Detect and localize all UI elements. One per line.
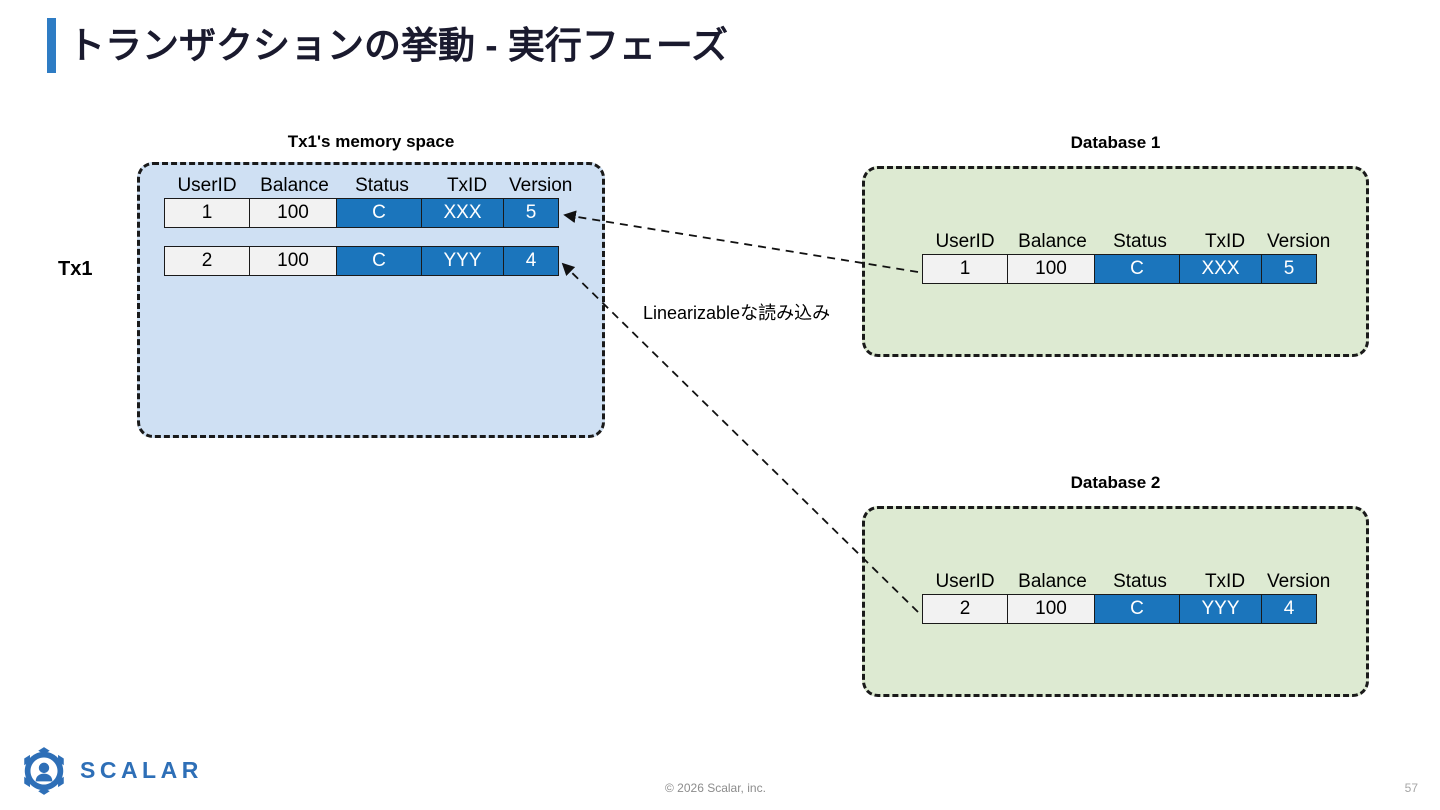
memory-space-caption: Tx1's memory space	[287, 132, 455, 151]
column-header-txid: TxID	[1204, 231, 1246, 252]
database-2-record-table: UserID Balance Status TxID Version 2 100…	[922, 570, 1331, 624]
table-header-row: UserID Balance Status TxID Version	[922, 570, 1331, 594]
table-header-row: UserID Balance Status TxID Version	[164, 174, 573, 198]
scalar-logo-icon	[24, 747, 64, 795]
database-1-record-table: UserID Balance Status TxID Version 1 100…	[922, 230, 1331, 284]
cell-status: C	[336, 198, 422, 228]
cell-balance: 100	[248, 198, 338, 228]
table-row: 1 100 C XXX 5	[922, 254, 1323, 284]
memory-record-table: UserID Balance Status TxID Version 1 100…	[164, 174, 573, 276]
column-header-version: Version	[1267, 571, 1331, 592]
column-header-version: Version	[509, 175, 573, 196]
table-row: 1 100 C XXX 5	[164, 198, 565, 228]
cell-balance: 100	[1006, 594, 1096, 624]
cell-txid: XXX	[1178, 254, 1263, 284]
database-1-caption: Database 1	[1070, 133, 1161, 152]
cell-balance: 100	[248, 246, 338, 276]
title-accent-bar	[47, 18, 56, 73]
cell-version: 4	[1261, 594, 1317, 624]
column-header-userid: UserID	[935, 231, 995, 252]
scalar-wordmark: SCALAR	[80, 757, 203, 783]
copyright-notice: © 2026 Scalar, inc.	[665, 781, 766, 795]
column-header-userid: UserID	[935, 571, 995, 592]
cell-status: C	[336, 246, 422, 276]
column-header-status: Status	[355, 175, 409, 196]
cell-txid: YYY	[420, 246, 505, 276]
column-header-status: Status	[1113, 231, 1167, 252]
column-header-balance: Balance	[260, 175, 329, 196]
column-header-userid: UserID	[177, 175, 237, 196]
page-title: トランザクションの挙動 - 実行フェーズ	[68, 25, 729, 66]
cell-balance: 100	[1006, 254, 1096, 284]
cell-txid: YYY	[1178, 594, 1263, 624]
tx1-actor-label: Tx1	[58, 258, 93, 280]
table-row: 2 100 C YYY 4	[922, 594, 1323, 624]
column-header-status: Status	[1113, 571, 1167, 592]
column-header-balance: Balance	[1018, 231, 1087, 252]
linearizable-read-label: Linearizableな読み込み	[643, 303, 831, 323]
column-header-txid: TxID	[1204, 571, 1246, 592]
column-header-version: Version	[1267, 231, 1331, 252]
cell-userid: 1	[164, 198, 250, 228]
database-2-caption: Database 2	[1070, 473, 1161, 492]
cell-txid: XXX	[420, 198, 505, 228]
row-spacer	[164, 228, 565, 246]
cell-status: C	[1094, 594, 1180, 624]
cell-userid: 2	[164, 246, 250, 276]
cell-version: 5	[1261, 254, 1317, 284]
cell-userid: 1	[922, 254, 1008, 284]
table-header-row: UserID Balance Status TxID Version	[922, 230, 1331, 254]
column-header-balance: Balance	[1018, 571, 1087, 592]
cell-version: 4	[503, 246, 559, 276]
table-row: 2 100 C YYY 4	[164, 246, 565, 276]
cell-userid: 2	[922, 594, 1008, 624]
column-header-txid: TxID	[446, 175, 488, 196]
cell-status: C	[1094, 254, 1180, 284]
cell-version: 5	[503, 198, 559, 228]
page-number: 57	[1404, 781, 1418, 795]
